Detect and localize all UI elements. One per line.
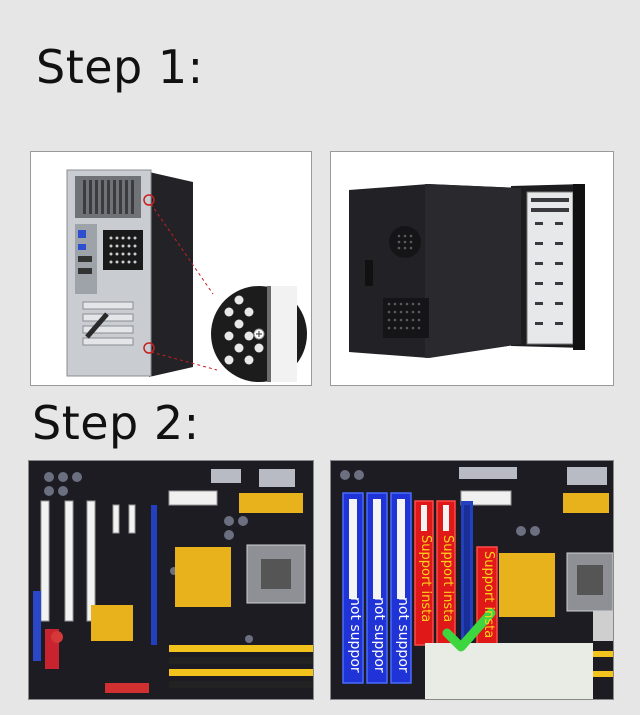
pc-case-back-panel [30, 151, 312, 386]
slot-label-unsupported-3: not suppor [395, 597, 411, 673]
watermark-blur [425, 643, 593, 699]
annotated-motherboard-photo: not suppor not suppor not suppor Support… [330, 460, 614, 700]
step-1-title: Step 1: [36, 40, 204, 94]
slot-label-supported-2: Support insta [440, 535, 455, 623]
slot-label-unsupported-2: not suppor [371, 597, 387, 673]
motherboard-illustration [29, 461, 313, 699]
screw-highlight-top [143, 194, 155, 206]
slot-label-unsupported-1: not suppor [347, 597, 363, 673]
screw-highlight-bottom [143, 342, 155, 354]
side-panel-removal-illustration [349, 184, 585, 358]
side-panel-removal-panel [330, 151, 614, 386]
slot-label-supported-3: Support insta [481, 551, 496, 639]
pc-case-back-illustration [66, 169, 307, 382]
check-icon [442, 608, 496, 652]
motherboard-photo [28, 460, 314, 700]
supported-slot-boxes [414, 500, 498, 652]
step-2-title: Step 2: [32, 396, 200, 450]
annotated-motherboard-illustration [331, 461, 613, 699]
slot-label-supported-1: Support insta [418, 535, 433, 623]
